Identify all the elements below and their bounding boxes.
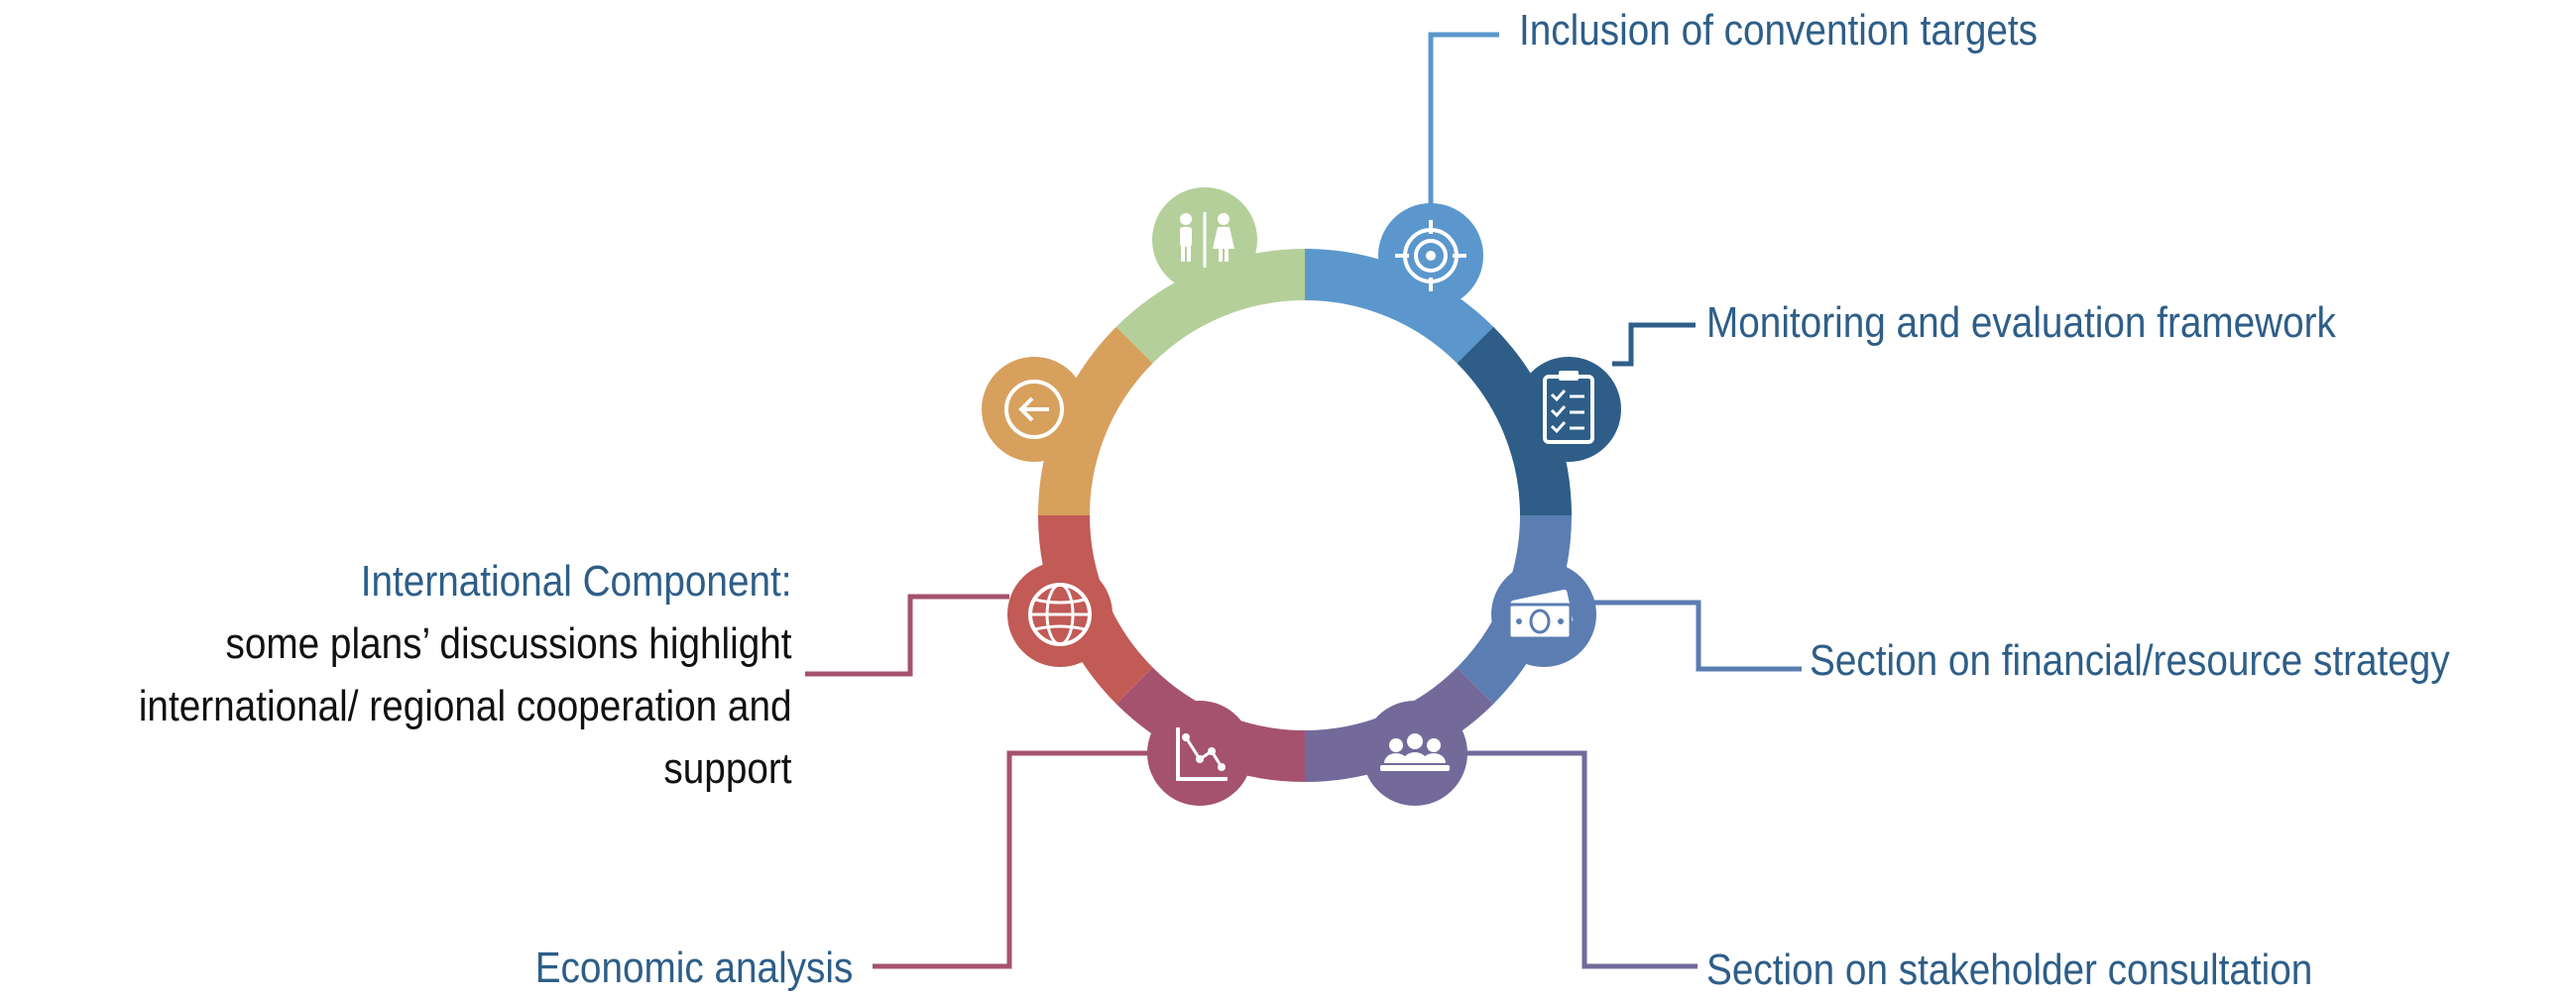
label-international: International Component: some plans’ dis… xyxy=(139,550,792,800)
label-stakeholder: Section on stakeholder consultation xyxy=(1706,945,2313,994)
international-line-1: some plans’ discussions highlight xyxy=(225,619,792,668)
money-icon xyxy=(1491,562,1596,667)
group-icon xyxy=(1362,701,1467,806)
international-line-2: international/ regional cooperation and xyxy=(139,682,792,730)
international-title: International Component: xyxy=(361,557,792,606)
connector-international xyxy=(805,594,1009,677)
label-monitoring: Monitoring and evaluation framework xyxy=(1706,298,2336,347)
international-line-3: support xyxy=(663,744,792,793)
ring xyxy=(1038,249,1572,782)
label-economic: Economic analysis xyxy=(534,943,853,992)
people-icon xyxy=(1152,187,1257,292)
globe-icon xyxy=(1007,562,1112,667)
target-icon xyxy=(1378,203,1483,308)
chart-icon xyxy=(1147,701,1252,806)
clipboard-checklist-icon xyxy=(1516,357,1621,462)
connector-financial xyxy=(1594,600,1802,672)
arrow-left-icon xyxy=(982,357,1087,462)
ring-segment-gender xyxy=(1115,249,1306,364)
connector-monitoring xyxy=(1612,322,1696,367)
label-financial: Section on financial/resource strategy xyxy=(1810,636,2450,685)
connector-economic xyxy=(873,750,1148,969)
connector-stakeholder xyxy=(1465,750,1698,969)
label-targets: Inclusion of convention targets xyxy=(1519,6,2039,55)
connector-targets xyxy=(1428,32,1499,221)
